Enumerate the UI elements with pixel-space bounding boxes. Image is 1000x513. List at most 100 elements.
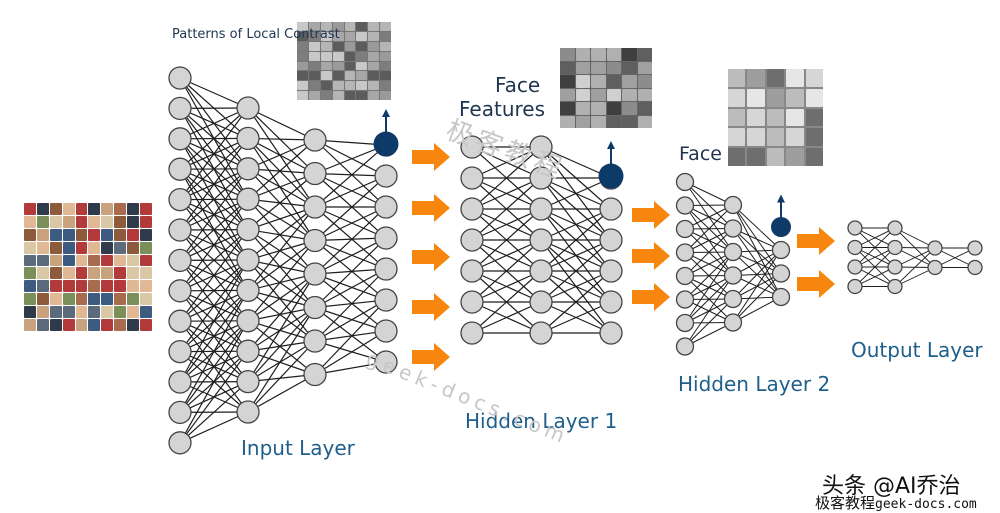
image-tile xyxy=(591,48,606,61)
image-tile xyxy=(576,89,591,102)
image-tile xyxy=(101,255,113,267)
hidden-layer-2-network-node xyxy=(725,244,742,261)
image-tile xyxy=(368,62,379,71)
image-tile xyxy=(576,48,591,61)
image-tile xyxy=(345,81,356,90)
input-network-node xyxy=(304,196,326,218)
image-tile xyxy=(37,229,49,241)
hidden-layer-2-network-node xyxy=(773,289,790,306)
image-tile xyxy=(127,293,139,305)
image-tile xyxy=(728,89,745,107)
image-tile xyxy=(607,116,622,129)
image-tile xyxy=(114,306,126,318)
image-tile xyxy=(560,89,575,102)
image-tile xyxy=(76,280,88,292)
image-tile xyxy=(345,71,356,80)
input-network-node xyxy=(304,330,326,352)
image-tile xyxy=(380,81,391,90)
image-tile xyxy=(37,242,49,254)
input-network-node xyxy=(169,67,191,89)
image-tile xyxy=(747,148,764,166)
output-layer-label: Output Layer xyxy=(851,338,983,362)
image-tile xyxy=(607,62,622,75)
image-tile xyxy=(333,91,344,100)
image-tile xyxy=(37,255,49,267)
image-tile xyxy=(50,242,62,254)
image-tile xyxy=(24,319,36,331)
image-tile xyxy=(63,242,75,254)
image-tile xyxy=(114,255,126,267)
image-tile xyxy=(333,62,344,71)
output-network-node xyxy=(888,260,902,274)
image-tile xyxy=(767,109,784,127)
image-tile xyxy=(50,306,62,318)
image-tile xyxy=(380,62,391,71)
image-tile xyxy=(37,319,49,331)
image-tile xyxy=(50,216,62,228)
output-network-node xyxy=(888,221,902,235)
feature-marker-arrowhead-icon xyxy=(382,109,390,117)
image-tile xyxy=(50,293,62,305)
input-network-node xyxy=(169,128,191,150)
image-tile xyxy=(638,89,653,102)
input-faces-image xyxy=(24,203,152,331)
image-tile xyxy=(76,203,88,215)
image-tile xyxy=(88,216,100,228)
image-tile xyxy=(140,293,152,305)
hidden-layer-2-network-node xyxy=(725,291,742,308)
image-tile xyxy=(368,81,379,90)
input-network-node xyxy=(375,196,397,218)
hidden-layer-1-network-node xyxy=(530,322,552,344)
image-tile xyxy=(101,229,113,241)
image-tile xyxy=(368,52,379,61)
hidden-layer-2-network-node xyxy=(677,244,694,261)
image-tile xyxy=(76,242,88,254)
image-tile xyxy=(297,62,308,71)
image-tile xyxy=(380,52,391,61)
input-network-node xyxy=(304,230,326,252)
input-network-node xyxy=(375,258,397,280)
output-network-node xyxy=(848,221,862,235)
input-network-node xyxy=(237,158,259,180)
image-tile xyxy=(321,71,332,80)
image-tile xyxy=(101,216,113,228)
input-network-node xyxy=(169,189,191,211)
image-tile xyxy=(767,148,784,166)
image-tile xyxy=(380,71,391,80)
image-tile xyxy=(728,148,745,166)
input-network-node xyxy=(304,297,326,319)
output-network-node xyxy=(888,241,902,255)
orange-arrow-icon xyxy=(412,243,450,271)
image-tile xyxy=(321,91,332,100)
image-tile xyxy=(127,203,139,215)
hidden-layer-1-network-node xyxy=(461,229,483,251)
image-tile xyxy=(607,102,622,115)
orange-arrow-icon xyxy=(632,283,670,311)
image-tile xyxy=(591,102,606,115)
image-tile xyxy=(321,62,332,71)
image-tile xyxy=(345,91,356,100)
feature-marker-arrowhead-icon xyxy=(777,195,785,203)
face-label: Face xyxy=(679,143,722,165)
image-tile xyxy=(114,280,126,292)
image-tile xyxy=(127,216,139,228)
image-tile xyxy=(368,71,379,80)
image-tile xyxy=(622,62,637,75)
image-tile xyxy=(591,116,606,129)
brand-url: geek-docs.com xyxy=(875,497,977,512)
image-tile xyxy=(368,22,379,31)
image-tile xyxy=(76,255,88,267)
image-tile xyxy=(767,128,784,146)
face-features-image xyxy=(560,48,652,128)
input-network-node xyxy=(237,188,259,210)
hidden-layer-1-network-node xyxy=(461,198,483,220)
input-network-node xyxy=(237,127,259,149)
input-network-node xyxy=(169,432,191,454)
image-tile xyxy=(786,89,803,107)
image-tile xyxy=(576,62,591,75)
image-tile xyxy=(140,306,152,318)
image-tile xyxy=(560,102,575,115)
image-tile xyxy=(309,81,320,90)
image-tile xyxy=(321,52,332,61)
image-tile xyxy=(297,91,308,100)
